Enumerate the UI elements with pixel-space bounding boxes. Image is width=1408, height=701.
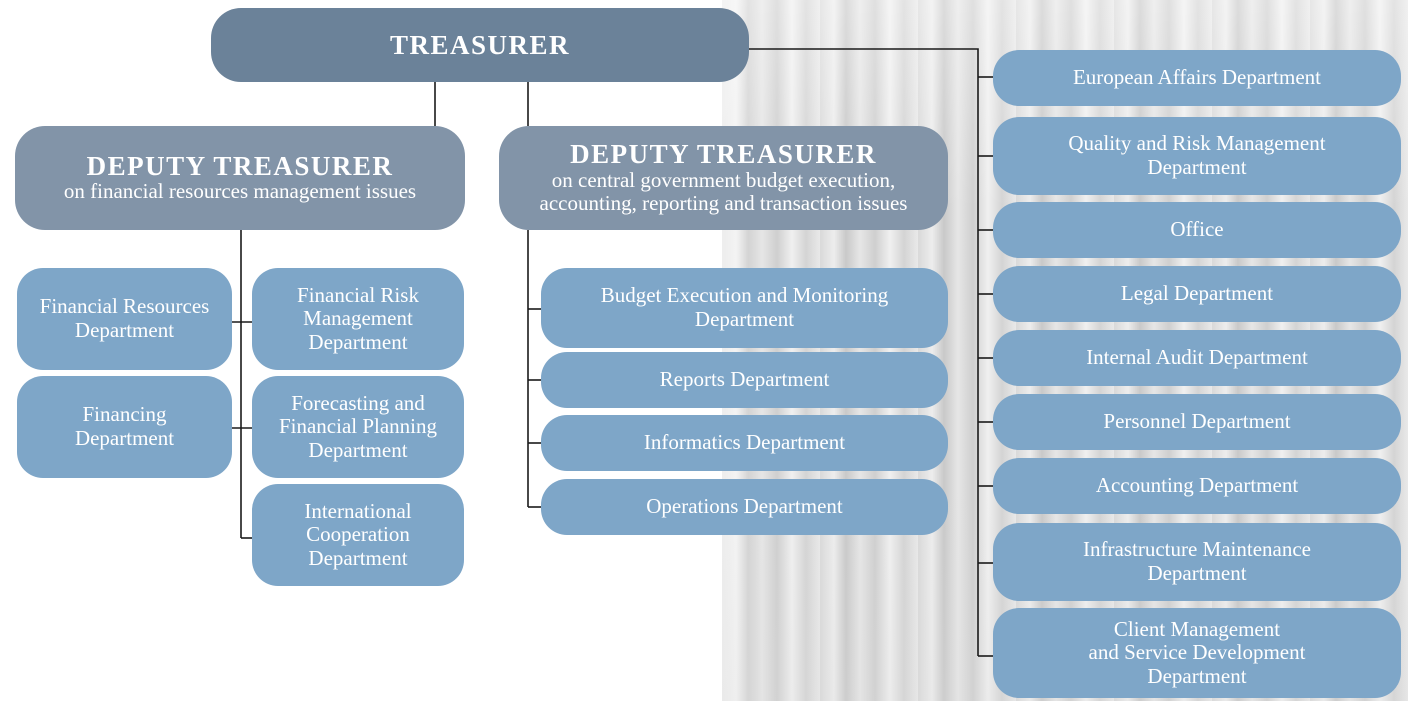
treasurer-box: TREASURER [211, 8, 749, 82]
department-reports: Reports Department [541, 352, 948, 408]
department-label: European Affairs Department [1072, 65, 1322, 90]
department-label: Budget Execution and Monitoring Departme… [600, 283, 889, 331]
department-label: Client Management and Service Developmen… [1088, 616, 1306, 688]
department-quality-risk-management: Quality and Risk Management Department [993, 117, 1401, 195]
deputy-treasurer-budget-execution: DEPUTY TREASURER on central government b… [499, 126, 948, 230]
department-label: Financial Risk Management Department [297, 282, 419, 354]
deputy-subtitle: on financial resources management issues [63, 179, 417, 204]
department-international-cooperation: International Cooperation Department [252, 484, 464, 586]
department-label: Financial Resources Department [39, 294, 210, 342]
department-label: Legal Department [1120, 281, 1274, 306]
department-label: Financing Department [74, 402, 175, 450]
department-label: Personnel Department [1103, 409, 1291, 434]
department-label: Infrastructure Maintenance Department [1083, 537, 1311, 585]
department-personnel: Personnel Department [993, 394, 1401, 450]
department-infrastructure-maintenance: Infrastructure Maintenance Department [993, 523, 1401, 601]
department-label: Informatics Department [643, 430, 846, 455]
deputy-title: DEPUTY TREASURER [570, 139, 877, 170]
department-label: Internal Audit Department [1086, 345, 1308, 370]
department-legal: Legal Department [993, 266, 1401, 322]
department-label: Quality and Risk Management Department [1068, 131, 1326, 179]
department-label: Operations Department [646, 494, 843, 519]
treasurer-title: TREASURER [389, 29, 571, 60]
department-label: Accounting Department [1095, 473, 1299, 498]
deputy-treasurer-financial-resources: DEPUTY TREASURER on financial resources … [15, 126, 465, 230]
department-informatics: Informatics Department [541, 415, 948, 471]
department-budget-execution-monitoring: Budget Execution and Monitoring Departme… [541, 268, 948, 348]
department-label: International Cooperation Department [304, 498, 412, 570]
department-internal-audit: Internal Audit Department [993, 330, 1401, 386]
department-financial-resources: Financial Resources Department [17, 268, 232, 370]
department-label: Forecasting and Financial Planning Depar… [278, 390, 438, 462]
deputy-subtitle: on central government budget execution, … [539, 167, 908, 216]
department-office: Office [993, 202, 1401, 258]
department-european-affairs: European Affairs Department [993, 50, 1401, 106]
department-label: Reports Department [659, 367, 830, 392]
department-financial-risk-management: Financial Risk Management Department [252, 268, 464, 370]
deputy-title: DEPUTY TREASURER [86, 151, 394, 182]
department-label: Office [1170, 217, 1224, 242]
department-forecasting-financial-planning: Forecasting and Financial Planning Depar… [252, 376, 464, 478]
department-financing: Financing Department [17, 376, 232, 478]
department-accounting: Accounting Department [993, 458, 1401, 514]
department-client-management-service-development: Client Management and Service Developmen… [993, 608, 1401, 698]
department-operations: Operations Department [541, 479, 948, 535]
